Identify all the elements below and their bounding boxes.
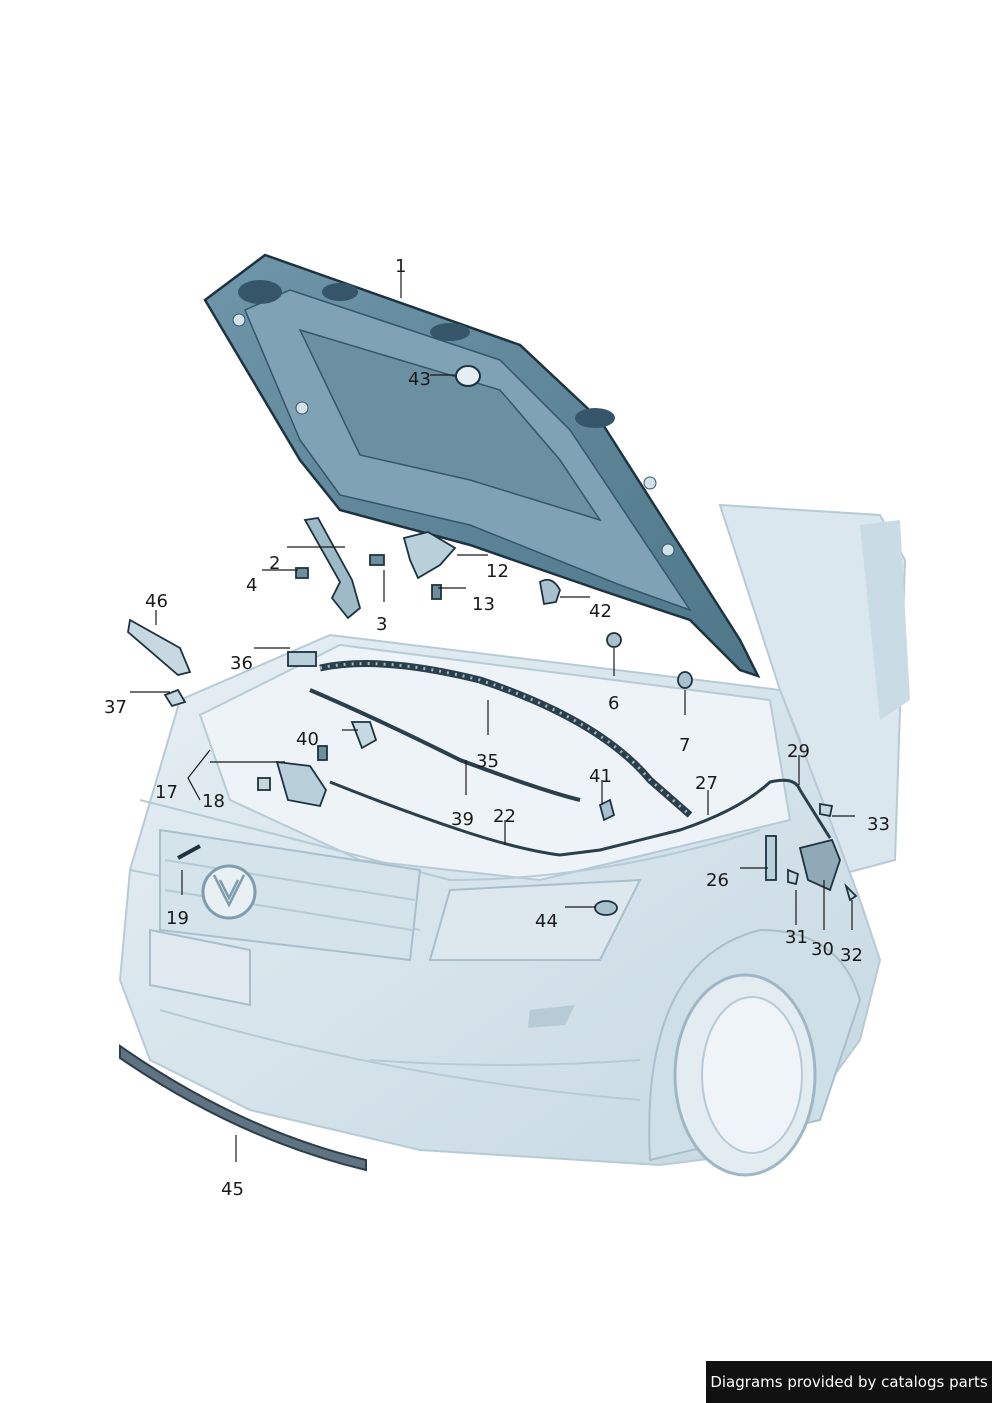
callout-label: 17 (155, 782, 178, 803)
callout-label: 37 (104, 697, 127, 718)
callout-label: 33 (867, 814, 890, 835)
leader-lines (130, 272, 855, 1162)
attribution-banner: Diagrams provided by catalogs parts (706, 1361, 992, 1403)
callout-label: 13 (472, 594, 495, 615)
callout-label: 3 (376, 614, 387, 635)
callout-label: 19 (166, 908, 189, 929)
callout-label: 35 (476, 751, 499, 772)
hood-part (203, 253, 761, 679)
callout-label: 30 (811, 939, 834, 960)
callout-labels: 1 2 3 4 6 7 12 13 17 18 19 22 26 27 29 3… (104, 256, 890, 1200)
callout-label: 4 (246, 575, 257, 596)
callout-label: 39 (451, 809, 474, 830)
callout-label: 12 (486, 561, 509, 582)
callout-label: 1 (395, 256, 406, 277)
callout-label: 18 (202, 791, 225, 812)
callout-label: 29 (787, 741, 810, 762)
callout-label: 6 (608, 693, 619, 714)
callout-label: 40 (296, 729, 319, 750)
callout-label: 22 (493, 806, 516, 827)
small-parts (127, 517, 858, 916)
callout-label: 44 (535, 911, 558, 932)
callout-label: 26 (706, 870, 729, 891)
callout-label: 7 (679, 735, 690, 756)
car-body-illustration (118, 503, 910, 1177)
cables-and-seals (119, 660, 832, 1172)
callout-label: 45 (221, 1179, 244, 1200)
callout-label: 46 (145, 591, 168, 612)
callout-label: 41 (589, 766, 612, 787)
callout-label: 43 (408, 369, 431, 390)
callout-label: 42 (589, 601, 612, 622)
callout-label: 36 (230, 653, 253, 674)
callout-label: 32 (840, 945, 863, 966)
callout-label: 27 (695, 773, 718, 794)
callout-label: 2 (269, 553, 280, 574)
callout-label: 31 (785, 927, 808, 948)
attribution-text: Diagrams provided by catalogs parts (710, 1373, 988, 1391)
